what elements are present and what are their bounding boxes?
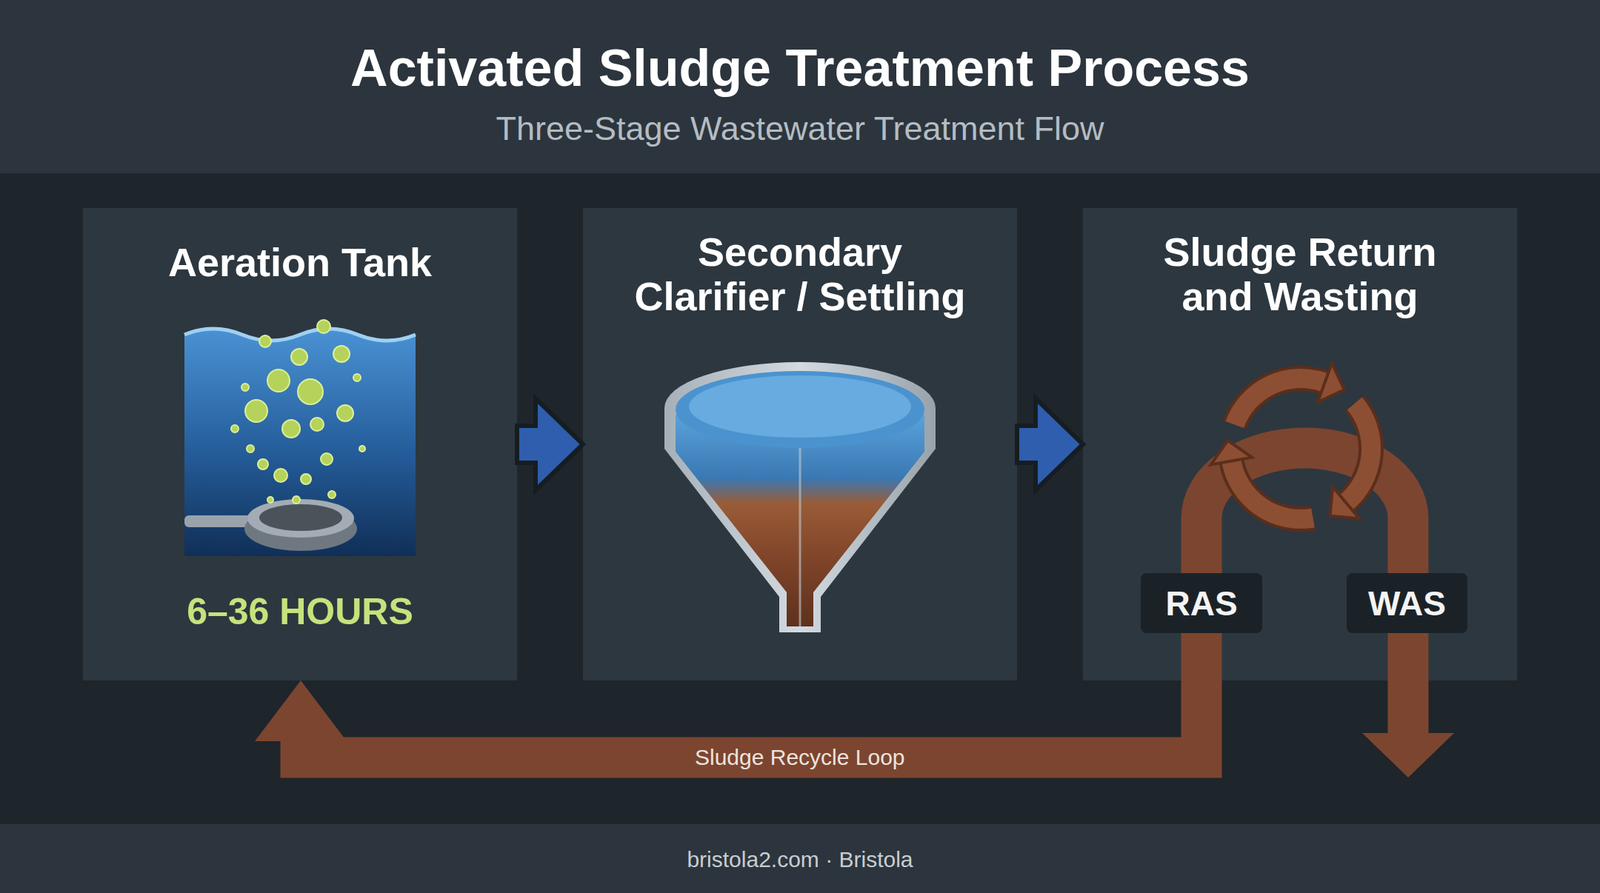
- footer-band: [0, 824, 1600, 893]
- stream-tag: WAS: [1346, 573, 1468, 634]
- diagram-title: Activated Sludge Treatment Process: [0, 37, 1600, 100]
- stream-name: WAS: [1368, 583, 1446, 624]
- stage-panel: Sludge Return and WastingRAS WAS: [1082, 208, 1518, 681]
- flow-connector: [254, 633, 1202, 758]
- flow-connector: [1017, 398, 1083, 491]
- panel-heading: Sludge Return and Wasting: [1125, 229, 1475, 319]
- stage-panel: Secondary Clarifier / Settling: [582, 208, 1018, 681]
- header-band: [0, 0, 1600, 174]
- stream-name: RAS: [1165, 583, 1238, 624]
- connector-label: Sludge Recycle Loop: [694, 744, 906, 772]
- footer-credit: bristola2.com · Bristola: [0, 846, 1600, 874]
- subtitle: Three-Stage Wastewater Treatment Flow: [0, 108, 1600, 149]
- retention-time: 6–36 HOURS: [82, 589, 518, 635]
- panel-heading: Aeration Tank: [125, 240, 475, 285]
- panel-heading: Secondary Clarifier / Settling: [625, 229, 975, 319]
- wasting-arrowhead: [1362, 733, 1455, 778]
- flow-connector: [517, 398, 583, 491]
- stream-tag: RAS: [1140, 573, 1263, 634]
- stage-panel: Aeration Tank 6–36 HOURS: [82, 208, 518, 681]
- recycle-arrowhead: [254, 680, 347, 742]
- flow-arrow: [1017, 398, 1083, 491]
- recycle-line: [300, 633, 1202, 758]
- flow-arrow: [517, 398, 583, 491]
